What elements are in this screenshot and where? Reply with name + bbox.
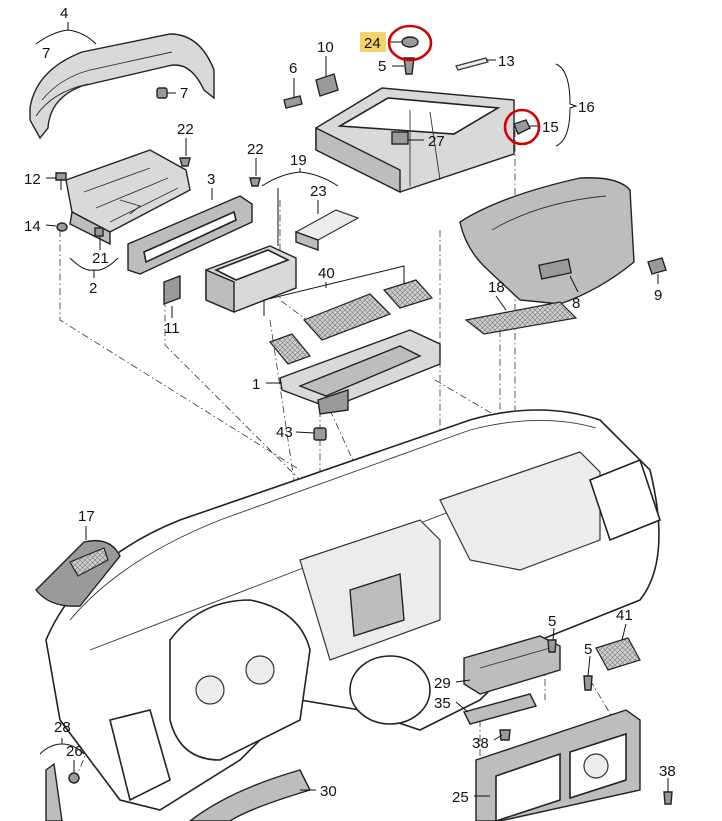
callout-16: 16 (578, 99, 595, 116)
part-5-screw-top (403, 57, 415, 75)
part-10-hinge (315, 73, 339, 97)
part-41-insert (595, 637, 641, 671)
part-40-mats (268, 279, 434, 365)
callout-28: 28 (54, 719, 71, 736)
part-7-clip (156, 87, 168, 99)
callout-7-top: 7 (42, 45, 50, 62)
callout-27: 27 (428, 133, 445, 150)
part-19-storage-box (205, 245, 297, 314)
part-25-center-bezel (475, 709, 641, 821)
part-6-bolt (283, 95, 303, 109)
callout-21: 21 (92, 250, 109, 267)
callout-12: 12 (24, 171, 41, 188)
part-13-rod (455, 57, 489, 71)
callout-1: 1 (252, 376, 260, 393)
callout-7-clip: 7 (180, 85, 188, 102)
part-9-bumper (647, 257, 667, 275)
part-5-screw-right-b (583, 675, 593, 691)
callout-13: 13 (498, 53, 515, 70)
part-11-cover (163, 274, 181, 306)
callout-17: 17 (78, 508, 95, 525)
part-17-vent (35, 539, 121, 607)
callout-14: 14 (24, 218, 41, 235)
part-43-clip (313, 427, 327, 441)
callout-labels: 4 7 7 12 14 21 2 22 22 3 11 19 23 40 1 4… (24, 5, 676, 806)
callout-4: 4 (60, 5, 68, 22)
part-22-screw-a (179, 157, 191, 167)
callout-9: 9 (654, 287, 662, 304)
part-5-screw-right-a (547, 639, 557, 653)
callout-38-left: 38 (472, 735, 489, 752)
callout-22-left: 22 (177, 121, 194, 138)
callout-5-top: 5 (378, 58, 386, 75)
callout-26: 26 (66, 743, 83, 760)
callout-19: 19 (290, 152, 307, 169)
callout-15: 15 (542, 119, 559, 136)
circle-part-15 (503, 108, 541, 146)
leader-lines (35, 22, 669, 797)
callout-35: 35 (434, 695, 451, 712)
part-15-bumper (513, 119, 531, 135)
part-26-clip (68, 772, 80, 784)
callout-10: 10 (317, 39, 334, 56)
part-22-screw-b (249, 177, 261, 187)
callout-22-right: 22 (247, 141, 264, 158)
callout-25: 25 (452, 789, 469, 806)
part-30-lower-trim (188, 769, 311, 821)
callout-5-right-a: 5 (548, 613, 556, 630)
part-12-screw (55, 172, 67, 190)
callout-8: 8 (572, 295, 580, 312)
part-38-screw-a (499, 729, 511, 741)
part-21-clip (94, 227, 104, 237)
callout-24: 24 (364, 35, 381, 52)
part-38-screw-b (663, 791, 673, 805)
callout-5-right-b: 5 (584, 641, 592, 658)
callout-41: 41 (616, 607, 633, 624)
part-14-clip (56, 222, 68, 232)
part-23-mat (294, 209, 360, 251)
callout-23: 23 (310, 183, 327, 200)
part-35-trim-strip (462, 693, 538, 725)
part-29-switch-panel (463, 635, 561, 695)
callout-30: 30 (320, 783, 337, 800)
callout-18: 18 (488, 279, 505, 296)
dashboard-main (45, 409, 661, 811)
callout-29: 29 (434, 675, 451, 692)
callout-38-right: 38 (659, 763, 676, 780)
part-27-latch (391, 131, 409, 145)
part-3-trim-bezel (127, 195, 253, 275)
callout-43: 43 (276, 424, 293, 441)
callout-2: 2 (89, 280, 97, 297)
part-28-side-panel (45, 762, 63, 821)
callout-40: 40 (318, 265, 335, 282)
part-4-upper-cover (29, 33, 215, 140)
callout-3: 3 (207, 171, 215, 188)
callout-6: 6 (289, 60, 297, 77)
callout-11: 11 (164, 320, 180, 337)
part-1-tray (279, 329, 441, 415)
circle-part-24 (387, 24, 433, 62)
part-24-clip (401, 36, 419, 48)
part-8-glovebox-lid (459, 177, 635, 305)
callout-24-highlight (360, 32, 386, 52)
part-18-inner-panel (464, 301, 578, 335)
